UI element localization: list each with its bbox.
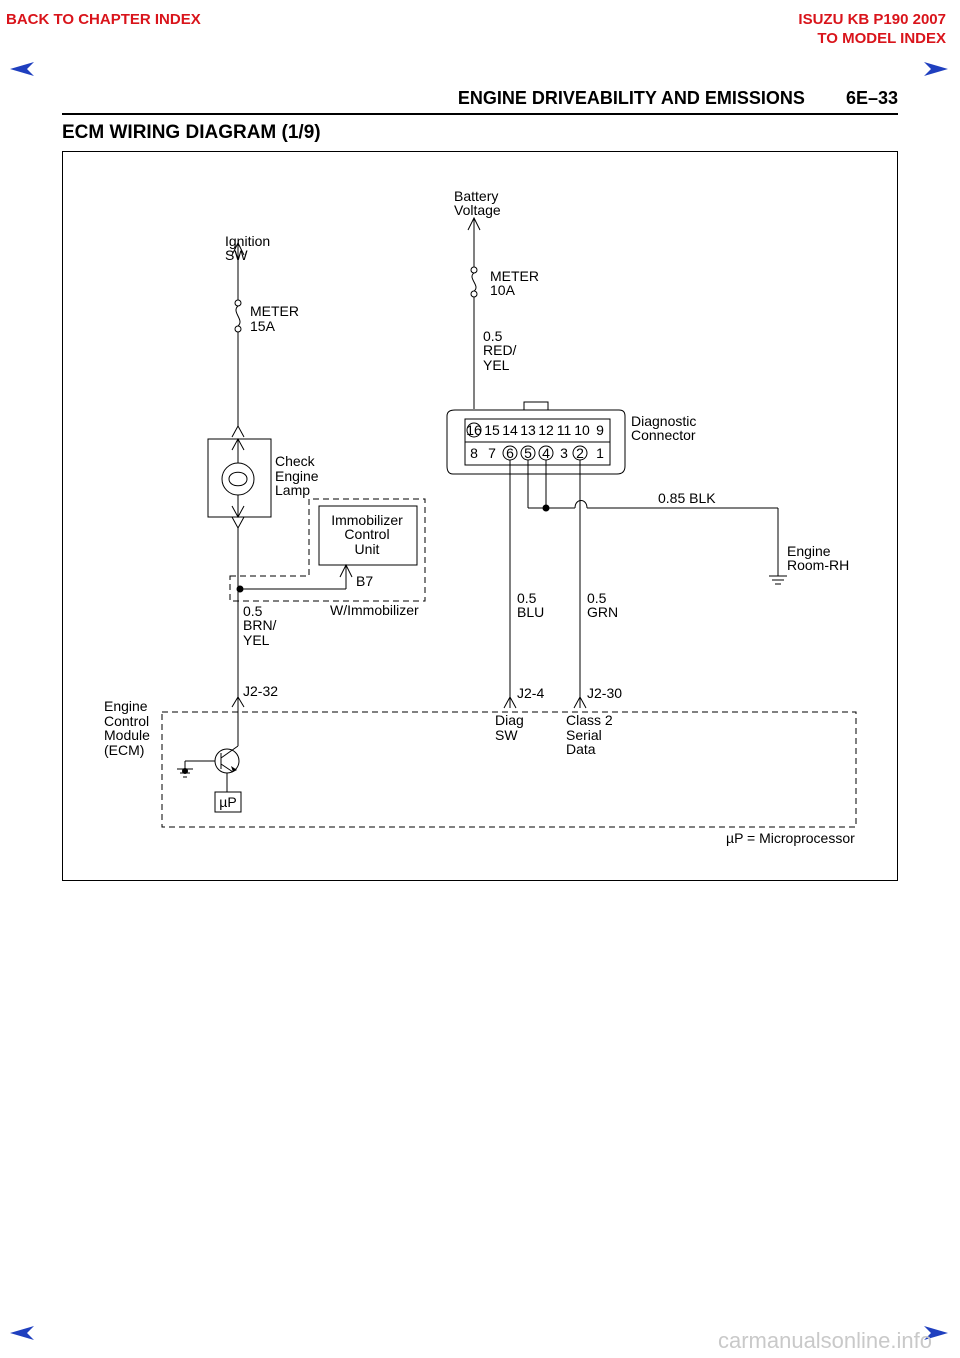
battery-label-2: Voltage	[454, 202, 501, 218]
pin-label: 11	[557, 422, 572, 438]
j2-30-terminal-arrow	[573, 695, 587, 709]
wire-crossover-hop	[574, 500, 588, 509]
pin-labels-top: 16 15 14 13 12 11 10 9	[466, 422, 604, 438]
transistor-emitter-arrow	[231, 766, 237, 772]
check-lamp-label-3: Lamp	[275, 482, 310, 498]
pin-label: 16	[466, 422, 482, 438]
pin-label: 15	[484, 422, 500, 438]
class2-label-1: Class 2	[566, 712, 613, 728]
wire-red-label-1: 0.5	[483, 328, 503, 344]
wire-brn-label-1: 0.5	[243, 603, 263, 619]
meter-15a-label-1: METER	[250, 303, 299, 319]
class2-label-2: Serial	[566, 727, 602, 743]
j2-30-label: J2-30	[587, 685, 622, 701]
wire-red-label-3: YEL	[483, 357, 510, 373]
immobilizer-label-1: Immobilizer	[331, 512, 403, 528]
ecm-boundary	[161, 711, 857, 828]
to-model-index-link[interactable]: TO MODEL INDEX	[817, 30, 946, 47]
wire-grn-label-1: 0.5	[587, 590, 607, 606]
page-header: ENGINE DRIVEABILITY AND EMISSIONS 6E–33	[0, 88, 898, 109]
ecm-label-1: Engine	[104, 698, 148, 714]
pin-label: 6	[506, 445, 514, 461]
ecm-label-3: Module	[104, 727, 150, 743]
splice-dot-immobilizer	[236, 585, 244, 593]
pin-label: 14	[502, 422, 518, 438]
pin-label: 4	[542, 445, 550, 461]
back-to-chapter-index-link[interactable]: BACK TO CHAPTER INDEX	[6, 11, 201, 28]
ecm-label-2: Control	[104, 713, 149, 729]
previous-page-arrow-icon[interactable]	[8, 60, 36, 78]
ignition-label-1: Ignition	[225, 233, 270, 249]
j2-4-terminal-arrow	[503, 695, 517, 709]
wire-blu-label-1: 0.5	[517, 590, 537, 606]
fuse-10a-icon	[471, 272, 477, 292]
pin-label: 2	[576, 445, 584, 461]
ecm-label-4: (ECM)	[104, 742, 144, 758]
pin-label: 3	[560, 445, 568, 461]
page-number: 6E–33	[845, 88, 898, 108]
immobilizer-control-unit	[318, 505, 418, 566]
check-lamp-label-2: Engine	[275, 468, 319, 484]
pin-16-circle	[466, 422, 482, 438]
section-title: ENGINE DRIVEABILITY AND EMISSIONS	[457, 88, 805, 108]
immobilizer-label-3: Unit	[355, 541, 380, 557]
header-rule	[62, 113, 898, 115]
fuse-15a-icon	[235, 305, 241, 327]
pin-label: 1	[596, 445, 604, 461]
class2-label-3: Data	[566, 741, 596, 757]
diag-connector-label-1: Diagnostic	[631, 413, 696, 429]
b7-label: B7	[356, 573, 373, 589]
next-page-arrow-icon[interactable]	[922, 60, 950, 78]
check-engine-lamp-box	[207, 438, 272, 518]
immobilizer-option-boundary	[229, 498, 426, 602]
fuse-10a-terminal-top	[470, 266, 478, 274]
microprocessor-note: µP = Microprocessor	[726, 830, 855, 846]
model-title-link[interactable]: ISUZU KB P190 2007	[798, 11, 946, 28]
next-page-arrow-bottom-icon[interactable]	[922, 1324, 950, 1342]
pin-label: 9	[596, 422, 604, 438]
wire-grn-label-2: GRN	[587, 604, 618, 620]
diagnostic-connector	[446, 409, 626, 475]
wire-blu-label-2: BLU	[517, 604, 544, 620]
wire-brn-label-2: BRN/	[243, 617, 277, 633]
ecm-ground-dot	[182, 768, 188, 774]
pin-labels-bottom: 8 7 6 5 4 3 2 1	[470, 445, 604, 461]
engine-room-label-2: Room-RH	[787, 557, 849, 573]
w-immobilizer-label: W/Immobilizer	[330, 602, 419, 618]
pin-label: 10	[574, 422, 590, 438]
diagram-title: ECM WIRING DIAGRAM (1/9)	[62, 122, 321, 143]
j2-32-label: J2-32	[243, 683, 278, 699]
wire-brn-label-3: YEL	[243, 632, 270, 648]
previous-page-arrow-bottom-icon[interactable]	[8, 1324, 36, 1342]
engine-room-label-1: Engine	[787, 543, 831, 559]
wire-red-label-2: RED/	[483, 342, 517, 358]
pin-label: 13	[520, 422, 536, 438]
meter-10a-label-1: METER	[490, 268, 539, 284]
diag-connector-latch	[523, 401, 549, 411]
watermark: carmanualsonline.info	[717, 1328, 932, 1353]
lamp-bulb-icon	[221, 462, 255, 496]
check-lamp-label-1: Check	[275, 453, 316, 469]
diag-sw-label-1: Diag	[495, 712, 524, 728]
wiring-diagram: Battery Voltage METER 10A 0.5 RED/ YEL D…	[62, 151, 898, 881]
microprocessor-label: µP	[219, 794, 236, 810]
battery-label-1: Battery	[454, 188, 498, 204]
j2-4-label: J2-4	[517, 685, 544, 701]
pin-label: 12	[538, 422, 554, 438]
ignition-label-2: SW	[225, 247, 248, 263]
pin-label: 5	[524, 445, 532, 461]
immobilizer-label-2: Control	[344, 526, 389, 542]
splice-dot-ground	[542, 504, 550, 512]
wiring-diagram-svg: Battery Voltage METER 10A 0.5 RED/ YEL D…	[104, 188, 857, 846]
pin-label: 8	[470, 445, 478, 461]
j2-32-terminal-arrow	[231, 696, 245, 708]
meter-10a-label-2: 10A	[490, 282, 516, 298]
meter-15a-label-2: 15A	[250, 318, 276, 334]
wire-blk-label: 0.85 BLK	[658, 490, 716, 506]
microprocessor-box	[214, 791, 242, 813]
diag-sw-label-2: SW	[495, 727, 518, 743]
pin-label: 7	[488, 445, 496, 461]
diag-connector-label-2: Connector	[631, 427, 696, 443]
